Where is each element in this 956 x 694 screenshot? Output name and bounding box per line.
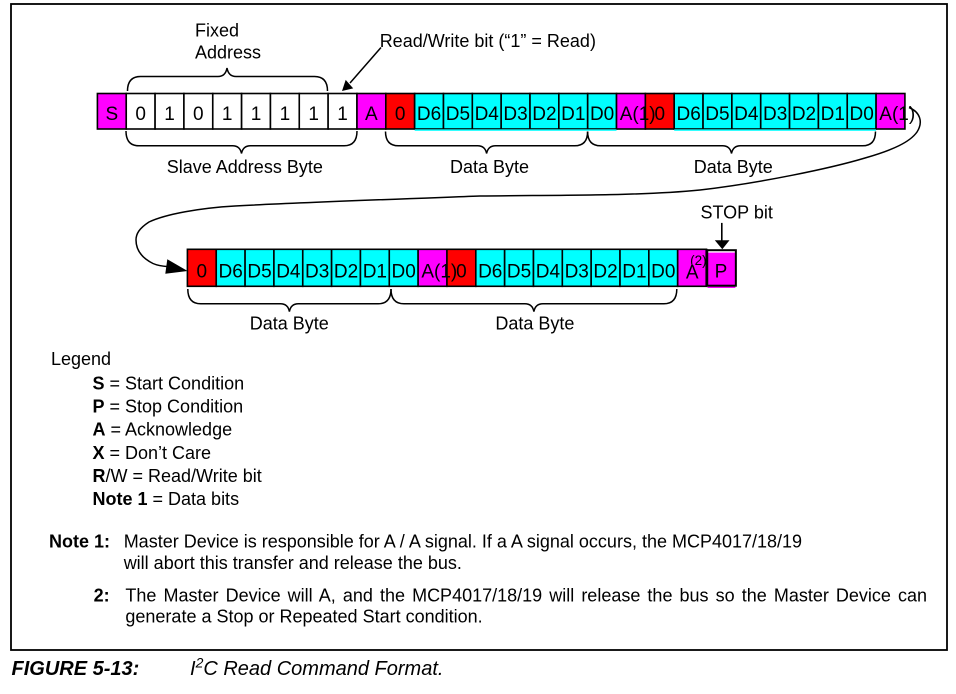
svg-text:D5: D5 [705, 104, 729, 125]
svg-text:Data Byte: Data Byte [250, 313, 329, 333]
svg-text:P: P [715, 262, 728, 283]
svg-text:D5: D5 [446, 104, 470, 125]
svg-text:R/W = Read/Write bit: R/W = Read/Write bit [93, 466, 262, 486]
svg-text:(2): (2) [690, 253, 707, 268]
svg-text:STOP bit: STOP bit [701, 203, 773, 223]
svg-text:will abort this transfer and r: will abort this transfer and release the… [123, 553, 462, 573]
svg-text:A = Acknowledge: A = Acknowledge [93, 420, 233, 440]
svg-text:X = Don’t Care: X = Don’t Care [93, 443, 212, 463]
svg-text:D4: D4 [475, 104, 500, 125]
svg-text:D6: D6 [676, 104, 700, 125]
svg-text:D4: D4 [276, 262, 301, 283]
svg-text:D0: D0 [850, 104, 874, 125]
svg-text:D1: D1 [561, 104, 585, 125]
svg-text:P = Stop Condition: P = Stop Condition [93, 397, 244, 417]
svg-text:D1: D1 [622, 262, 646, 283]
svg-text:Slave Address Byte: Slave Address Byte [167, 157, 323, 177]
svg-text:D3: D3 [565, 262, 589, 283]
svg-text:Data Byte: Data Byte [450, 157, 529, 177]
svg-text:D2: D2 [792, 104, 816, 125]
svg-text:D3: D3 [763, 104, 787, 125]
svg-text:0: 0 [135, 104, 146, 125]
svg-text:Read/Write bit (“1” = Read): Read/Write bit (“1” = Read) [380, 31, 596, 51]
svg-text:I2C Read Command Format.: I2C Read Command Format. [190, 654, 443, 680]
svg-text:1: 1 [280, 104, 291, 125]
svg-text:A(1): A(1) [879, 104, 915, 125]
svg-text:A: A [365, 104, 378, 125]
svg-text:D5: D5 [507, 262, 531, 283]
svg-text:A(1): A(1) [421, 262, 457, 283]
svg-text:Note 1:: Note 1: [49, 532, 110, 552]
svg-text:D2: D2 [532, 104, 556, 125]
svg-text:D6: D6 [417, 104, 441, 125]
svg-text:Data Byte: Data Byte [495, 313, 574, 333]
svg-text:D6: D6 [478, 262, 502, 283]
svg-text:A: A [686, 263, 699, 284]
svg-text:D4: D4 [536, 262, 561, 283]
svg-text:1: 1 [222, 104, 233, 125]
svg-text:1: 1 [251, 104, 262, 125]
svg-text:1: 1 [308, 104, 319, 125]
svg-text:D1: D1 [821, 104, 845, 125]
svg-text:D4: D4 [734, 104, 759, 125]
svg-text:1: 1 [164, 104, 175, 125]
svg-text:D0: D0 [590, 104, 614, 125]
svg-text:0: 0 [395, 104, 406, 125]
svg-text:D6: D6 [219, 262, 243, 283]
svg-text:0: 0 [456, 262, 467, 283]
svg-text:FIGURE 5-13:: FIGURE 5-13: [12, 658, 140, 680]
svg-text:D3: D3 [503, 104, 527, 125]
svg-text:Data Byte: Data Byte [694, 157, 773, 177]
svg-text:2:: 2: [94, 585, 110, 605]
svg-text:generate a Stop or Repeated St: generate a Stop or Repeated Start condit… [125, 607, 482, 627]
svg-text:The Master Device will A, and: The Master Device will A, and the MCP401… [125, 585, 927, 605]
svg-text:1: 1 [337, 104, 348, 125]
svg-text:D3: D3 [305, 262, 329, 283]
svg-text:Fixed: Fixed [195, 21, 239, 41]
svg-text:Address: Address [195, 43, 261, 63]
svg-text:D0: D0 [392, 262, 416, 283]
svg-text:A(1): A(1) [620, 104, 656, 125]
svg-text:S: S [105, 104, 118, 125]
svg-text:0: 0 [654, 104, 665, 125]
svg-text:Master Device is responsible f: Master Device is responsible for A / A s… [124, 532, 802, 552]
svg-text:S = Start Condition: S = Start Condition [93, 374, 245, 394]
svg-text:D2: D2 [334, 262, 358, 283]
svg-text:D0: D0 [651, 262, 675, 283]
svg-text:D1: D1 [363, 262, 387, 283]
svg-text:0: 0 [197, 262, 208, 283]
svg-text:Note 1 = Data bits: Note 1 = Data bits [93, 489, 240, 509]
svg-text:D2: D2 [593, 262, 617, 283]
svg-text:Legend: Legend [51, 349, 111, 369]
svg-text:D5: D5 [247, 262, 271, 283]
svg-text:0: 0 [193, 104, 204, 125]
